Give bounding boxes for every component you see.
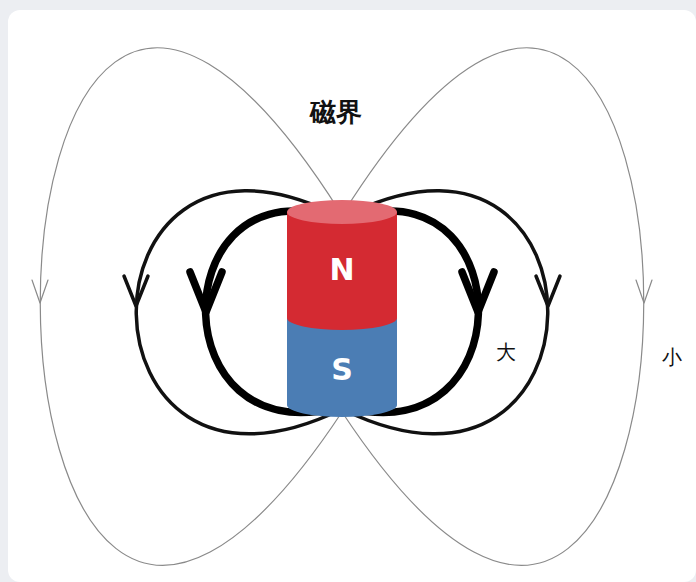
north-pole: N [287,225,397,315]
south-pole-body [287,315,397,417]
arrowhead [536,276,560,306]
north-pole-body [287,212,397,330]
strength-label: 小 [662,347,682,367]
pole-letter: N [329,255,354,285]
arrowhead [636,280,652,303]
magnet-top [287,200,397,224]
pole-letter: S [331,355,353,385]
arrowhead [462,272,494,312]
arrowhead [190,272,222,312]
south-pole: S [287,335,397,405]
arrowhead [124,276,148,306]
arrowhead [32,280,48,303]
field-title: 磁界 [310,99,362,125]
strength-label: 大 [496,342,516,362]
